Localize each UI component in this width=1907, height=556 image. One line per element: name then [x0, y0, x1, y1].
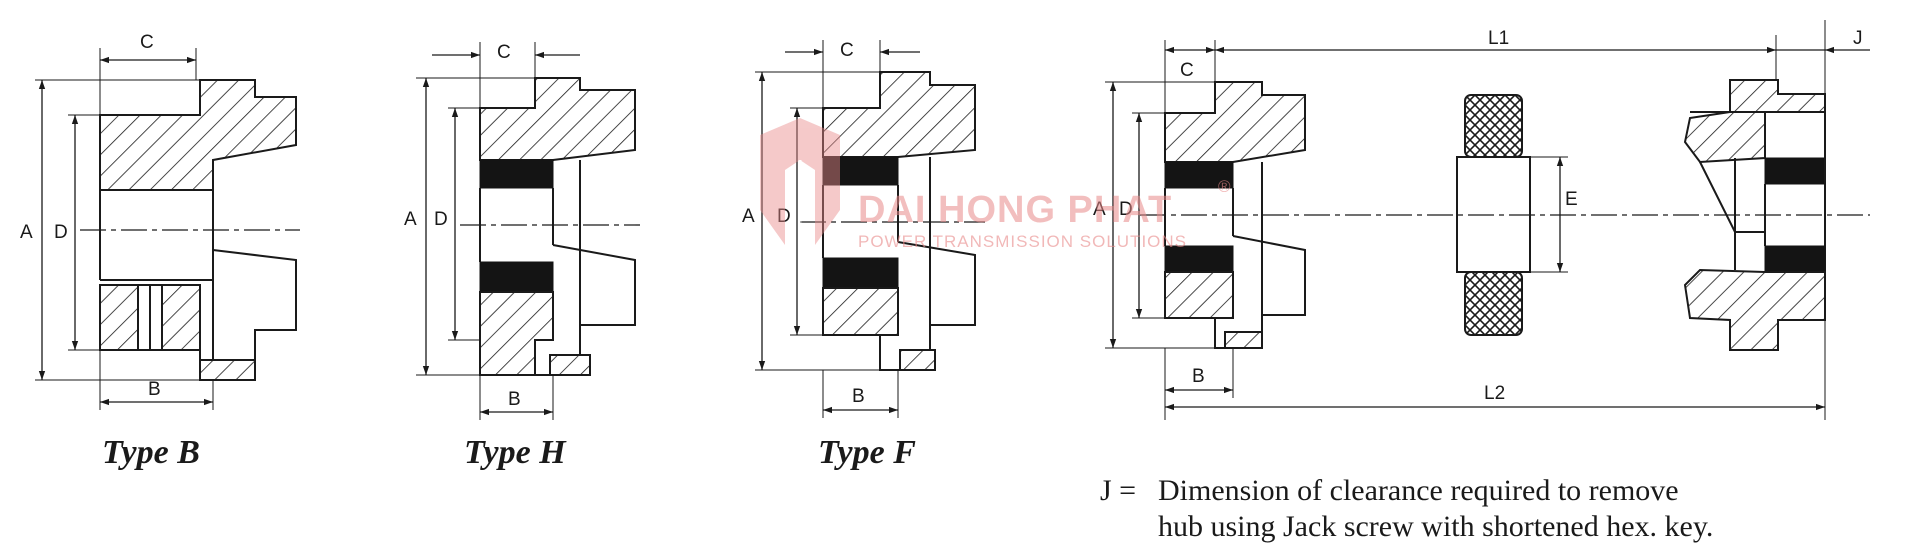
type-b-b-label: B	[148, 379, 161, 400]
type-b-dimensions: C A D B	[20, 32, 300, 410]
type-h-dimensions: C A D B	[404, 42, 640, 420]
type-h-a-label: A	[404, 209, 417, 230]
watermark-registered: ®	[1218, 177, 1232, 196]
note-prefix: J =	[1100, 474, 1136, 507]
watermark-brand: DAI HONG PHAT	[858, 189, 1172, 231]
assembly-a-label: A	[1093, 199, 1106, 220]
type-f-d-label: D	[777, 206, 791, 227]
type-h-b-label: B	[508, 389, 521, 410]
assembly-e-label: E	[1565, 189, 1578, 210]
type-b-a-label: A	[20, 222, 33, 243]
type-f-dimensions: C A D B	[742, 40, 985, 418]
type-h-caption: Type H	[464, 434, 567, 471]
assembly-right-hub	[1683, 79, 1826, 351]
note-line-1: Dimension of clearance required to remov…	[1158, 474, 1679, 507]
type-f-caption: Type F	[818, 434, 916, 471]
assembly-j-label: J	[1853, 28, 1863, 49]
assembly-dimensions: C L1 J A D B L2 E	[1093, 20, 1870, 420]
type-b-caption: Type B	[102, 434, 200, 471]
dai-hong-phat-watermark: DAI HONG PHAT ® POWER TRANSMISSION SOLUT…	[760, 118, 1232, 251]
dai-hong-phat-logo-icon	[760, 118, 840, 245]
type-b-c-label: C	[140, 32, 154, 53]
assembly-b-label: B	[1192, 366, 1205, 387]
type-f-b-label: B	[852, 386, 865, 407]
assembly-c-label: C	[1180, 60, 1194, 81]
type-h-c-label: C	[497, 42, 511, 63]
note-line-2: hub using Jack screw with shortened hex.…	[1158, 510, 1713, 543]
type-h-hub	[479, 77, 636, 376]
type-b-hub	[99, 79, 297, 381]
assembly-d-label: D	[1119, 199, 1133, 220]
type-h-d-label: D	[434, 209, 448, 230]
type-f-a-label: A	[742, 206, 755, 227]
assembly-l1-label: L1	[1488, 28, 1509, 49]
watermark-tagline: POWER TRANSMISSION SOLUTIONS	[858, 232, 1187, 251]
assembly-left-hub	[1164, 81, 1306, 349]
type-f-c-label: C	[840, 40, 854, 61]
assembly-l2-label: L2	[1484, 383, 1505, 404]
clearance-note: J = Dimension of clearance required to r…	[1100, 474, 1713, 543]
type-b-d-label: D	[54, 222, 68, 243]
